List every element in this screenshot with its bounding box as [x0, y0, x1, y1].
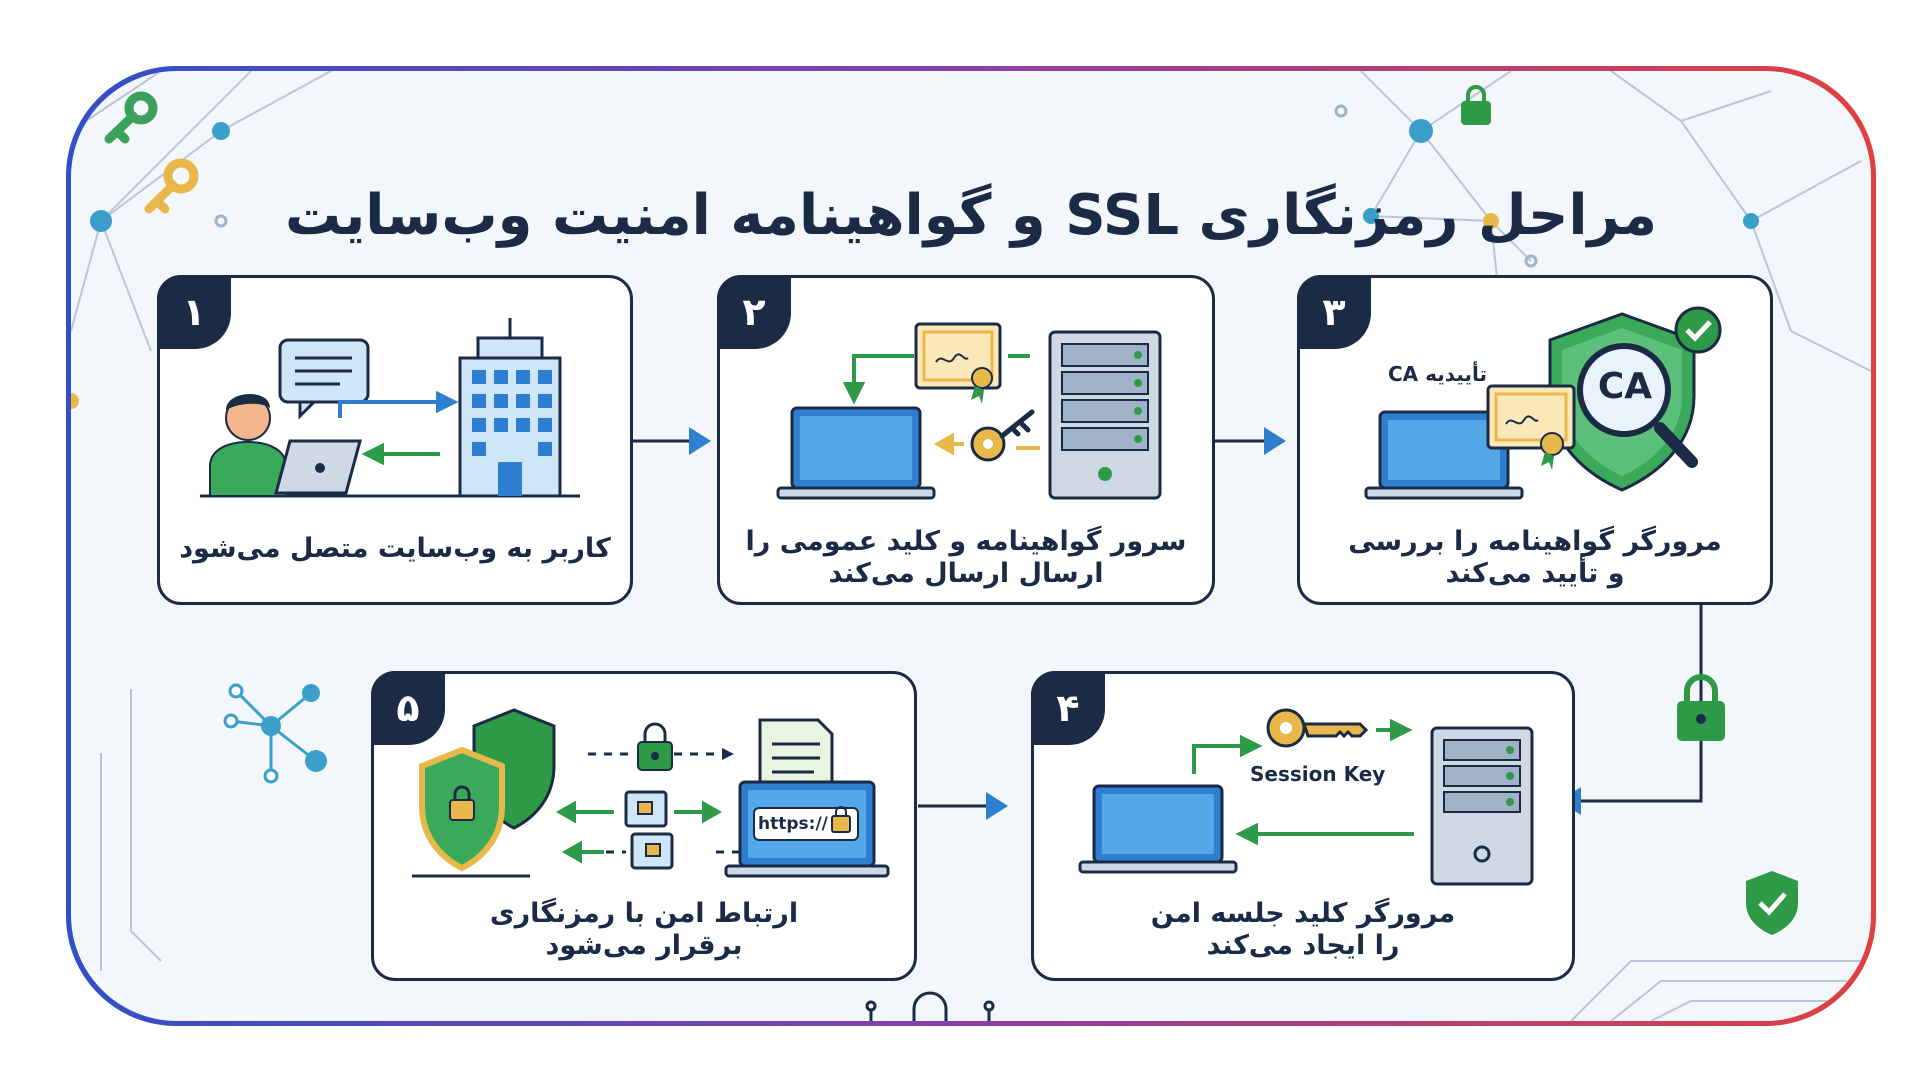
arrow-left-icon [555, 800, 723, 864]
key-icon [144, 158, 199, 214]
lock-icon [637, 722, 673, 771]
connector-lock-icon [1677, 674, 1725, 741]
shield-lock-icon [419, 746, 505, 872]
session-key-illustration [1078, 708, 1534, 886]
server-icon [1048, 330, 1162, 500]
step-3-number: ۳ [1297, 275, 1371, 349]
flow-arrowheads [689, 427, 1581, 820]
dashed-lines [588, 752, 746, 854]
step-2-caption: سرور گواهینامه و کلید عمومی را ارسال ارس… [745, 526, 1187, 589]
shield-check-icon [1746, 871, 1798, 935]
ca-verify-illustration [1364, 306, 1722, 500]
secure-connection-illustration [412, 708, 890, 878]
key-icon [970, 409, 1035, 462]
server-cert-illustration [776, 322, 1162, 500]
session-key-icon [1266, 708, 1369, 748]
step-1-caption: کاربر به وب‌سایت متصل می‌شود [179, 533, 611, 564]
step-5-number: ۵ [371, 671, 445, 745]
step-1-card: ۱ [157, 275, 633, 605]
canvas: مراحل رمزنگاری SSL و گواهینامه امنیت وب‌… [71, 71, 1871, 1021]
arrow-right-icon [338, 390, 459, 418]
step-5-card: ۵ [371, 671, 917, 981]
key-icon [104, 91, 158, 144]
gradient-frame: مراحل رمزنگاری SSL و گواهینامه امنیت وب‌… [66, 66, 1876, 1026]
step-5-caption: ارتباط امن با رمزنگاری برقرار می‌شود [489, 898, 799, 961]
session-key-label: Session Key [1250, 762, 1386, 786]
bottom-lock-icon [865, 991, 995, 1021]
step-4-number: ۴ [1031, 671, 1105, 745]
arrow-left-icon [361, 442, 440, 466]
step-2-number: ۲ [717, 275, 791, 349]
user-connect-illustration [200, 318, 580, 498]
laptop-icon [1078, 784, 1238, 874]
https-label: https:// [758, 814, 828, 834]
step-3-card: ۳ تأییدیه CA [1297, 275, 1773, 605]
step-2-card: ۲ [717, 275, 1215, 605]
laptop-icon [1364, 410, 1524, 500]
step-3-caption: مرورگر گواهینامه را بررسی و تأیید می‌کند [1348, 526, 1722, 589]
laptop-icon [776, 406, 936, 500]
ca-badge-text: CA [1597, 366, 1653, 407]
arrow-left-icon [842, 354, 1030, 405]
arrow-left-icon [933, 432, 1040, 456]
chat-bubble-icon [278, 338, 370, 420]
step-4-card: ۴ Session Key [1031, 671, 1575, 981]
check-icon [1674, 306, 1722, 354]
arrow-right-icon [1376, 718, 1413, 742]
laptop-icon [724, 780, 890, 878]
server-icon [1430, 726, 1534, 886]
ca-approval-label: تأییدیه CA [1388, 362, 1488, 386]
building-icon [458, 318, 562, 498]
arrow-up-right-icon [1192, 734, 1263, 774]
magnifier-icon [1577, 343, 1698, 468]
arrow-right-icon [722, 748, 734, 760]
step-4-caption: مرورگر کلید جلسه امن را ایجاد می‌کند [1150, 898, 1456, 961]
arrow-left-icon [1235, 822, 1414, 846]
page-title: مراحل رمزنگاری SSL و گواهینامه امنیت وب‌… [284, 183, 1658, 248]
certificate-icon [1486, 384, 1576, 470]
certificate-icon [914, 322, 1002, 404]
network-decoration [71, 71, 1871, 1021]
step-1-number: ۱ [157, 275, 231, 349]
laptop-icon [274, 439, 362, 495]
lock-icon [1461, 85, 1491, 125]
molecule-nodes [223, 683, 327, 784]
encrypted-file-icon [624, 790, 674, 870]
user-icon [209, 393, 287, 497]
